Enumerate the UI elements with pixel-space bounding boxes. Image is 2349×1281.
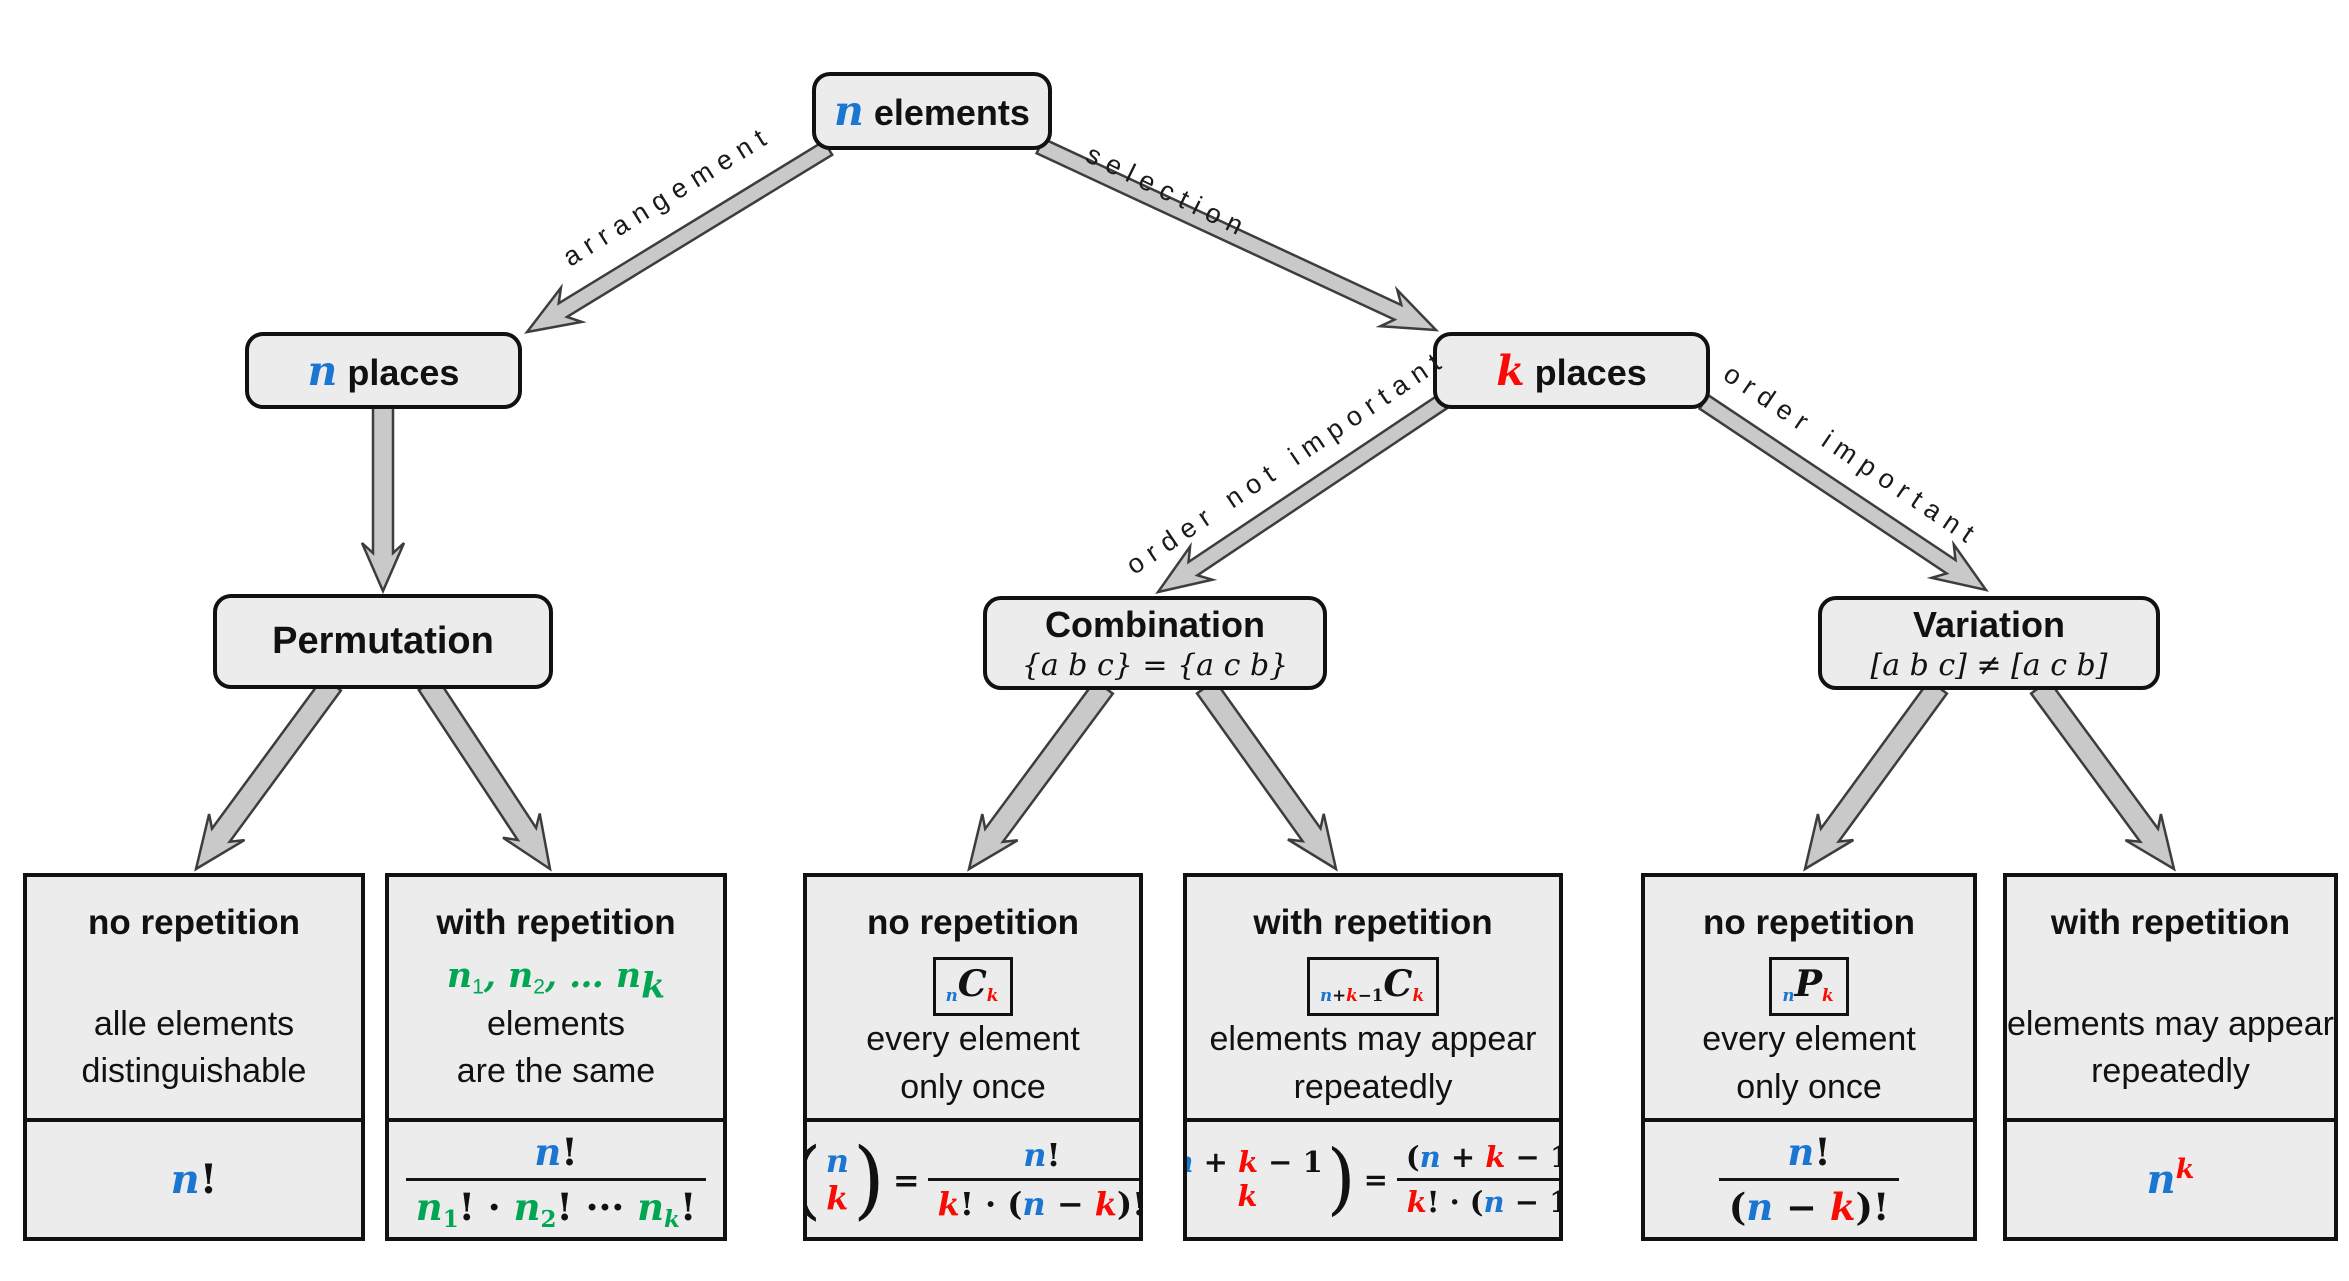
arrow-order-not-important [1155,393,1449,594]
arrow-variation-to-withrep [2029,678,2176,872]
arrow-order-important [1697,393,1989,592]
card-description: elements may appear repeatedly [1209,1020,1537,1106]
card-description: every element only once [866,1020,1080,1106]
arrow-combination-to-norep [967,678,1115,872]
arrow-arrangement [524,139,834,334]
card-description: every element only once [1702,1020,1916,1106]
card-header: with repetition [1253,903,1493,942]
card-description: n1, n2, … nk elements are the same [446,955,666,1091]
node-permutation: Permutation [213,594,553,689]
arrow-selection [1034,137,1440,332]
card-description: alle elements distinguishable [81,1004,307,1091]
node-combination-example: {a b c} = {a c b} [1021,647,1289,683]
arrow-variation-to-norep [1803,678,1949,872]
card-permutation-with-repetition: with repetition n1, n2, … nk elements ar… [385,873,727,1241]
nPk-badge: nPk [1769,957,1849,1017]
node-variation-title: Variation [1912,603,2066,645]
n+k-1Ck-badge: n+k−1Ck [1306,957,1440,1017]
card-header: with repetition [436,903,676,942]
formula-n-power-k: nk [2146,1153,2195,1203]
card-header: with repetition [2050,903,2291,942]
node-permutation-title: Permutation [272,620,494,662]
formula-k-permutation: n!(n − k)! [1718,1130,1900,1229]
card-header: no repetition [88,903,300,942]
card-permutation-no-repetition: no repetition alle elements distinguisha… [23,873,365,1241]
arrow-permutation-to-withrep [417,676,552,872]
nCk-badge: nCk [932,957,1014,1017]
node-variation-example: [a b c] ≠ [a c b] [1870,647,2108,683]
node-variation: Variation [a b c] ≠ [a c b] [1818,596,2160,690]
formula-n-factorial: n! [170,1156,218,1203]
card-header: no repetition [1703,903,1915,942]
node-combination-title: Combination [1045,603,1265,645]
formula-multiset-coefficient: (n + k − 1k) = (n + k − 1)!k! · (n − 1)! [1187,1140,1559,1219]
arrow-nplaces-to-permutation [360,404,406,595]
formula-multiset-permutation: n!n1! · n2! ··· nk! [405,1130,707,1231]
node-combination: Combination {a b c} = {a c b} [983,596,1327,690]
card-variation-no-repetition: no repetition nPk every element only onc… [1641,873,1977,1241]
card-variation-with-repetition: with repetition elements may appear repe… [2003,873,2338,1241]
arrow-combination-to-withrep [1195,678,1338,872]
arrow-permutation-to-norep [194,675,343,872]
card-combination-no-repetition: no repetition nCk every element only onc… [803,873,1143,1241]
card-combination-with-repetition: with repetition n+k−1Ck elements may app… [1183,873,1563,1241]
formula-binomial-coefficient: (nk) = n!k! · (n − k)! [807,1136,1139,1223]
card-header: no repetition [867,903,1079,942]
card-description: elements may appear repeatedly [2007,1004,2334,1091]
